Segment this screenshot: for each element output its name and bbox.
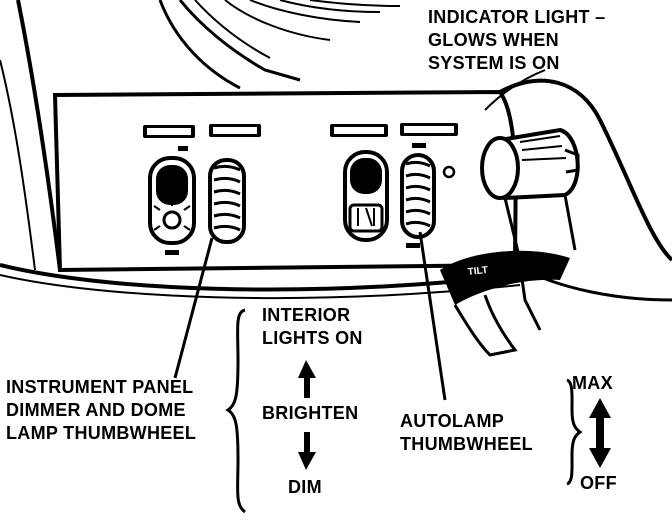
panel-dimmer-line-3: LAMP THUMBWHEEL — [6, 423, 197, 443]
panel-dimmer-line-2: DIMMER AND DOME — [6, 400, 186, 420]
dimmer-scale-top-line-1: INTERIOR — [262, 305, 351, 325]
indicator-callout-line-2: GLOWS WHEN — [428, 30, 559, 50]
dimmer-scale-brighten-label: BRIGHTEN — [262, 403, 359, 423]
autolamp-scale-brace — [566, 378, 583, 486]
dimmer-scale-brace — [225, 308, 247, 514]
dimmer-scale-arrows — [298, 360, 316, 470]
steering-column-shroud — [0, 0, 401, 271]
leader-lines — [173, 69, 546, 401]
dimmer-scale-dim-label: DIM — [288, 477, 322, 497]
dimmer-thumbwheel — [208, 158, 246, 244]
indicator-light-callout: INDICATOR LIGHT – GLOWS WHEN SYSTEM IS O… — [428, 6, 605, 75]
ignition-knob — [480, 127, 580, 261]
dimmer-scale-top-label: INTERIOR LIGHTS ON — [262, 304, 363, 350]
indicator-light — [442, 165, 456, 179]
autolamp-callout-line-1: AUTOLAMP — [400, 411, 505, 431]
autolamp-switch — [343, 150, 389, 242]
dimmer-scale-top-line-2: LIGHTS ON — [262, 328, 363, 348]
indicator-callout-line-1: INDICATOR LIGHT – — [428, 7, 606, 27]
autolamp-scale-max-label: MAX — [572, 373, 613, 393]
tilt-lever: TILT — [440, 250, 570, 357]
autolamp-thumbwheel — [400, 143, 436, 248]
indicator-callout-line-3: SYSTEM IS ON — [428, 53, 560, 73]
autolamp-scale-arrow — [589, 398, 611, 468]
switch-label-plates — [143, 123, 458, 138]
autolamp-callout: AUTOLAMP THUMBWHEEL — [400, 410, 533, 456]
panel-dimmer-callout: INSTRUMENT PANEL DIMMER AND DOME LAMP TH… — [6, 376, 196, 445]
tilt-lever-label: TILT — [467, 265, 488, 278]
autolamp-callout-line-2: THUMBWHEEL — [400, 434, 533, 454]
panel-dimmer-line-1: INSTRUMENT PANEL — [6, 377, 194, 397]
autolamp-scale-off-label: OFF — [580, 473, 617, 493]
headlamp-switch — [148, 146, 196, 255]
